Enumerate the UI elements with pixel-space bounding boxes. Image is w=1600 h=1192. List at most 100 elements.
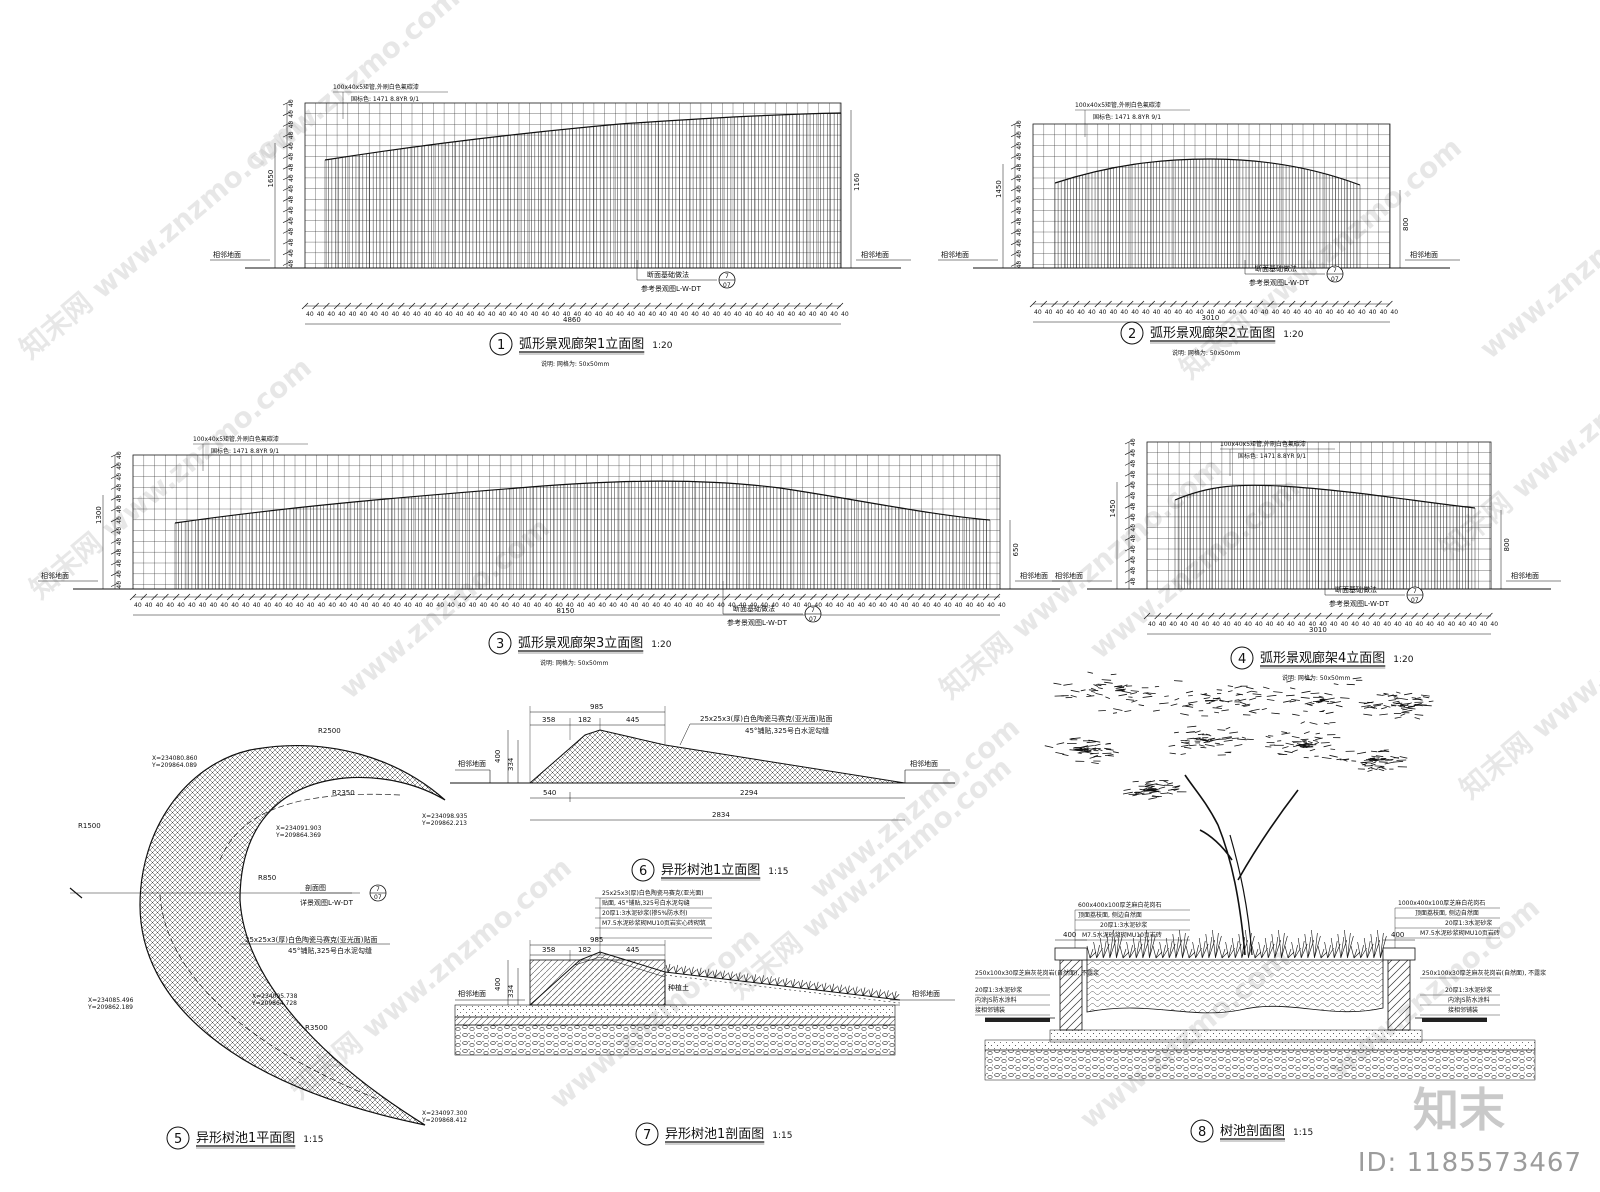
svg-text:40: 40 bbox=[717, 602, 725, 609]
svg-text:40: 40 bbox=[766, 311, 774, 318]
svg-text:40: 40 bbox=[134, 602, 142, 609]
svg-text:40: 40 bbox=[520, 311, 528, 318]
ground-label-right: 相邻地面 bbox=[1020, 571, 1048, 580]
svg-text:40: 40 bbox=[1159, 621, 1167, 628]
svg-text:40: 40 bbox=[606, 311, 614, 318]
plan-coord-5: X=234095.738 bbox=[252, 993, 298, 1000]
svg-text:07: 07 bbox=[1331, 276, 1339, 283]
foundation-ref: 参考景观图L-W-DT bbox=[727, 618, 788, 627]
svg-text:40: 40 bbox=[836, 602, 844, 609]
d6-dim-540: 540 bbox=[543, 789, 556, 797]
svg-text:40: 40 bbox=[1130, 438, 1137, 446]
d8-left-note-8: 接相邻铺装 bbox=[975, 1006, 1005, 1014]
title-number-circle bbox=[166, 1126, 190, 1150]
svg-text:40: 40 bbox=[469, 602, 477, 609]
svg-text:40: 40 bbox=[381, 311, 389, 318]
svg-text:40: 40 bbox=[274, 602, 282, 609]
d8-right-note-3: 20厚1:3水泥砂浆 bbox=[1445, 919, 1492, 927]
svg-text:40: 40 bbox=[933, 602, 941, 609]
foundation-label: 断面基础做法 bbox=[1335, 585, 1377, 594]
svg-text:40: 40 bbox=[966, 602, 974, 609]
svg-text:40: 40 bbox=[584, 311, 592, 318]
d8-right-note-5: 250x100x30厚芝麻灰花岗岩(自然面), 不露浆 bbox=[1422, 969, 1546, 977]
svg-text:40: 40 bbox=[318, 602, 326, 609]
svg-text:40: 40 bbox=[509, 311, 517, 318]
svg-text:40: 40 bbox=[1336, 309, 1344, 316]
side-height-dim: 1160 bbox=[853, 173, 861, 191]
svg-text:40: 40 bbox=[426, 602, 434, 609]
svg-text:40: 40 bbox=[501, 602, 509, 609]
title-text: 弧形景观廊架3立面图 bbox=[518, 635, 643, 651]
grid-note: 说明: 网格为: 50x50mm bbox=[541, 360, 610, 368]
d6-ground-left: 相邻地面 bbox=[458, 759, 486, 768]
svg-text:40: 40 bbox=[588, 602, 596, 609]
tube-spec: 100x40x5矩管,外刷白色氟碳漆 bbox=[193, 435, 279, 443]
height-dim: 1450 bbox=[1109, 500, 1117, 518]
svg-text:40: 40 bbox=[1016, 207, 1023, 215]
svg-text:40: 40 bbox=[1016, 174, 1023, 182]
svg-text:40: 40 bbox=[1380, 309, 1388, 316]
d6-dim-358: 358 bbox=[542, 716, 555, 724]
svg-text:40: 40 bbox=[288, 206, 295, 214]
svg-text:40: 40 bbox=[1341, 621, 1349, 628]
height-dim: 1300 bbox=[95, 506, 103, 524]
svg-text:40: 40 bbox=[1255, 621, 1263, 628]
tube-spec: 100x40x5矩管,外刷白色氟碳漆 bbox=[333, 83, 419, 91]
svg-text:40: 40 bbox=[1130, 481, 1137, 489]
svg-text:40: 40 bbox=[627, 311, 635, 318]
svg-text:40: 40 bbox=[1016, 185, 1023, 193]
svg-text:40: 40 bbox=[288, 228, 295, 236]
watermark-text: www.znzmo.com bbox=[803, 711, 1026, 905]
svg-text:40: 40 bbox=[1130, 524, 1137, 532]
plan-5: X=234080.860 Y=209864.089 X=234098.935 Y… bbox=[69, 727, 468, 1126]
svg-text:40: 40 bbox=[1016, 153, 1023, 161]
plan-callout-num: 7 bbox=[376, 886, 380, 893]
svg-text:40: 40 bbox=[830, 311, 838, 318]
ground-label-right: 相邻地面 bbox=[1410, 250, 1438, 259]
title-scale: 1:20 bbox=[1393, 655, 1413, 665]
d8-left-note-3: 20厚1:3水泥砂浆 bbox=[1100, 921, 1147, 929]
svg-text:40: 40 bbox=[534, 602, 542, 609]
title-text: 弧形景观廊架1立面图 bbox=[519, 336, 644, 352]
svg-text:40: 40 bbox=[288, 163, 295, 171]
svg-text:40: 40 bbox=[1016, 217, 1023, 225]
d7-dim-358: 358 bbox=[542, 946, 555, 954]
svg-text:40: 40 bbox=[1293, 309, 1301, 316]
mesh-grid bbox=[132, 454, 1001, 590]
d8-left-note-2: 顶面荔枝面, 侧边自然面 bbox=[1078, 911, 1142, 919]
svg-text:40: 40 bbox=[1016, 250, 1023, 258]
d8-left-note-1: 600x400x100厚芝麻白花岗石 bbox=[1078, 901, 1161, 909]
d8-left-note-6: 20厚1:3水泥砂浆 bbox=[975, 986, 1022, 994]
arc-beam bbox=[1174, 484, 1476, 509]
arc-beam bbox=[174, 480, 991, 524]
plan-sec-label: 剖面图 bbox=[305, 883, 326, 892]
svg-text:40: 40 bbox=[242, 602, 250, 609]
svg-text:40: 40 bbox=[288, 99, 295, 107]
arc-beam bbox=[1054, 158, 1361, 186]
svg-text:40: 40 bbox=[609, 602, 617, 609]
svg-text:40: 40 bbox=[436, 602, 444, 609]
color-spec: 国标色: 1471 8.8YR 9/1 bbox=[1093, 113, 1161, 121]
svg-text:40: 40 bbox=[1099, 309, 1107, 316]
svg-text:40: 40 bbox=[541, 311, 549, 318]
d6-ground-right: 相邻地面 bbox=[910, 759, 938, 768]
plan-dim-r1500: R1500 bbox=[78, 822, 101, 830]
svg-text:40: 40 bbox=[760, 602, 768, 609]
svg-text:40: 40 bbox=[338, 311, 346, 318]
svg-text:40: 40 bbox=[681, 311, 689, 318]
svg-text:40: 40 bbox=[1287, 621, 1295, 628]
arc-tube-fill bbox=[1054, 159, 1361, 268]
svg-text:40: 40 bbox=[116, 581, 123, 589]
svg-text:40: 40 bbox=[288, 110, 295, 118]
svg-text:40: 40 bbox=[1490, 621, 1498, 628]
svg-text:40: 40 bbox=[1304, 309, 1312, 316]
svg-text:40: 40 bbox=[402, 311, 410, 318]
svg-text:40: 40 bbox=[1330, 621, 1338, 628]
svg-text:40: 40 bbox=[306, 311, 314, 318]
mesh-grid bbox=[1146, 441, 1492, 590]
svg-text:40: 40 bbox=[1088, 309, 1096, 316]
